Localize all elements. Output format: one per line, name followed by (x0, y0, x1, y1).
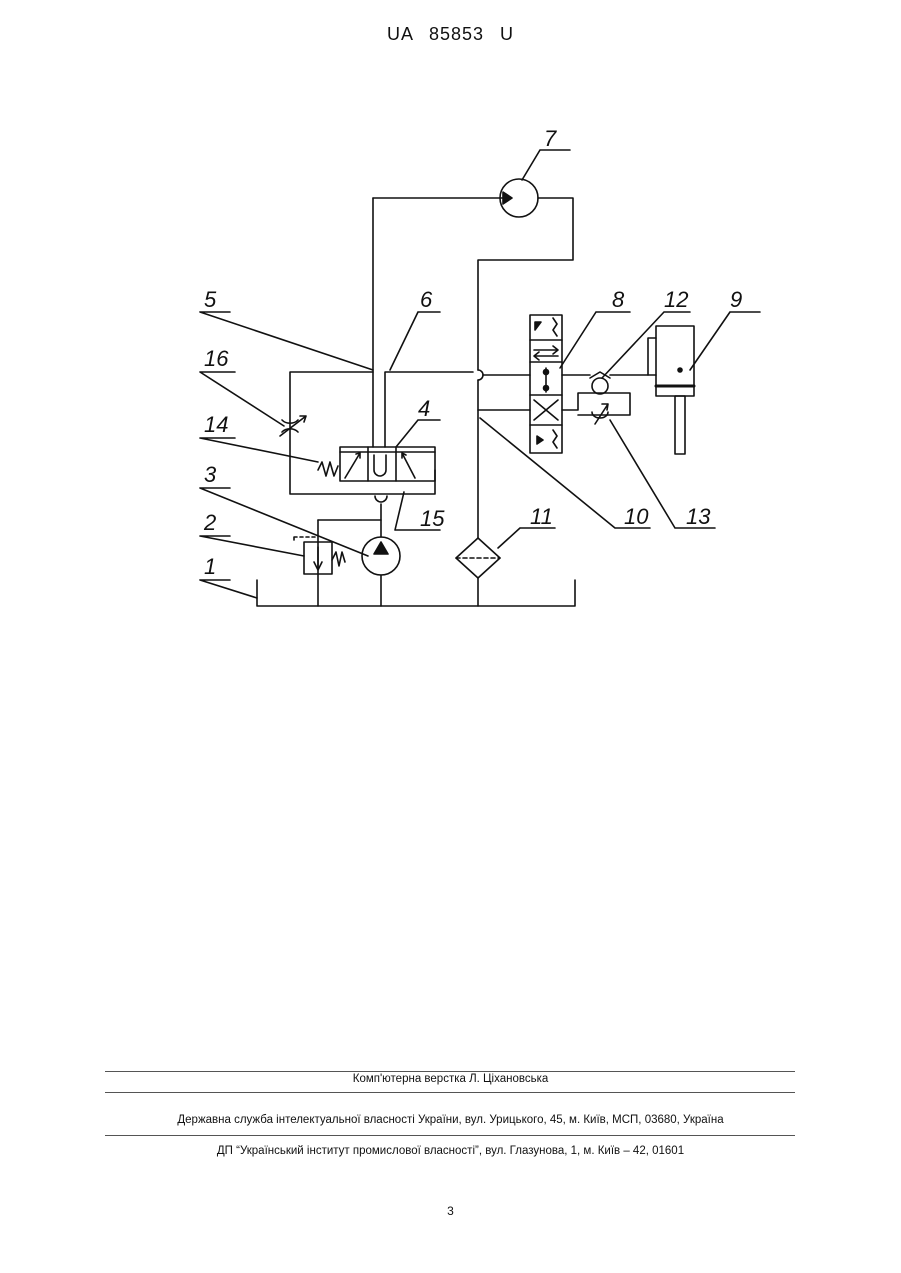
valve-8-dot-1 (544, 370, 549, 375)
label-13: 13 (686, 504, 711, 529)
leader-1 (200, 580, 257, 598)
label-2: 2 (203, 510, 216, 535)
cylinder-rod (675, 396, 685, 454)
valve-8-arrows-top (534, 346, 558, 360)
label-10: 10 (624, 504, 649, 529)
throttle-13 (592, 404, 608, 424)
label-4: 4 (418, 396, 430, 421)
label-3: 3 (204, 462, 217, 487)
valve-8-dot-2 (544, 386, 549, 391)
pump-port-bend (375, 496, 387, 502)
relief-spring (332, 552, 345, 566)
hydraulic-schematic: 7 5 6 8 12 9 16 4 14 3 2 1 15 11 10 13 (0, 0, 901, 700)
label-9: 9 (730, 287, 742, 312)
leader-11 (498, 528, 555, 548)
label-12: 12 (664, 287, 688, 312)
footer-rule-2 (105, 1092, 795, 1093)
main-valve-arrow-2 (402, 453, 415, 478)
throttle-13-loop (562, 393, 630, 415)
footer-rule-3 (105, 1135, 795, 1136)
label-1: 1 (204, 554, 216, 579)
leader-6 (390, 312, 440, 370)
label-15: 15 (420, 506, 445, 531)
leader-7 (522, 150, 570, 180)
label-11: 11 (530, 504, 553, 529)
footer-agency: Державна служба інтелектуальної власност… (0, 1114, 901, 1126)
label-16: 16 (204, 346, 229, 371)
cylinder-port-dot (678, 368, 682, 372)
valve-8-springs (553, 318, 557, 448)
label-5: 5 (204, 287, 217, 312)
check-valve-12 (592, 378, 608, 394)
footer-typesetting: Комп'ютерна верстка Л. Ціхановська (0, 1073, 901, 1085)
label-14: 14 (204, 412, 228, 437)
page-number: 3 (0, 1204, 901, 1218)
valve-8-cross (534, 400, 558, 420)
label-7: 7 (544, 126, 557, 151)
label-6: 6 (420, 287, 433, 312)
main-valve-arrow-1 (345, 453, 360, 478)
cylinder-port-line (648, 338, 656, 375)
leader-4 (396, 420, 440, 447)
motor-arrow (503, 192, 512, 204)
leader-2 (200, 536, 304, 556)
main-valve-spring (318, 462, 338, 476)
footer-institute: ДП “Український інститут промислової вла… (0, 1145, 901, 1157)
label-8: 8 (612, 287, 625, 312)
motor-return-line (478, 198, 573, 370)
main-valve-u-path (374, 455, 386, 476)
footer-rule-1 (105, 1071, 795, 1072)
leader-12 (602, 312, 690, 378)
pump-arrow (374, 542, 388, 554)
leader-14 (200, 438, 318, 462)
leader-3 (200, 488, 368, 556)
tank (257, 580, 575, 606)
leader-9 (690, 312, 760, 370)
